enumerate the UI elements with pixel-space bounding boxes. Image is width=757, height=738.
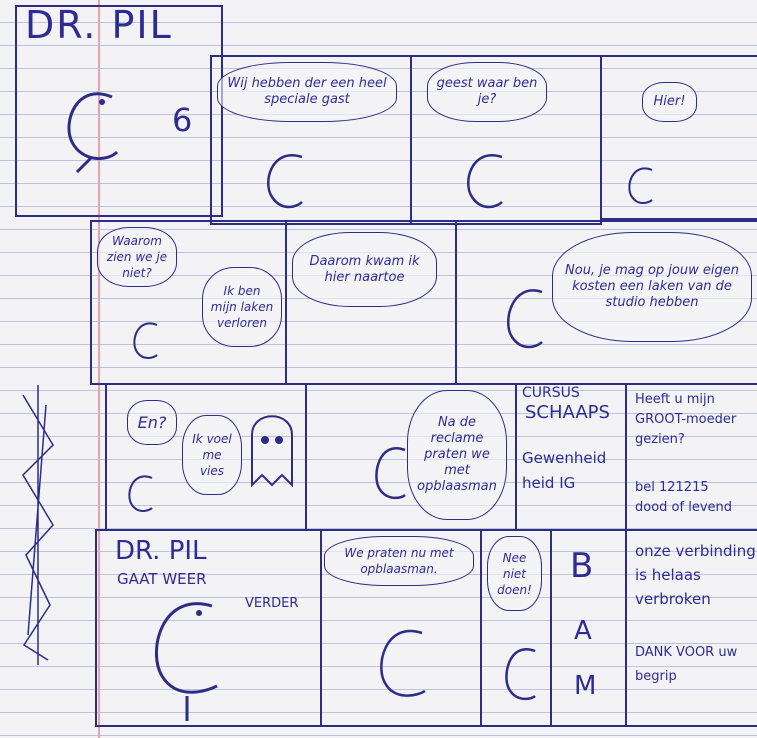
ad-line: dood of levend <box>635 500 732 515</box>
speech-bubble: Daarom kwam ik hier naartoe <box>292 232 437 307</box>
ending-message: onze verbinding is helaas verbroken <box>635 542 756 608</box>
speech-bubble: Ik ben mijn laken verloren <box>202 267 282 347</box>
panel-10: We praten nu met opblaasman. <box>320 529 482 727</box>
bam-letter: B <box>570 546 594 586</box>
panel-subheading: VERDER <box>245 596 299 611</box>
ad-title: CURSUS <box>522 385 580 401</box>
panel-bam: B A M <box>550 529 627 727</box>
dr-pil-character-icon <box>467 154 503 209</box>
panel-11: Nee niet doen! <box>480 529 552 727</box>
speech-bubble: Ik voel me vies <box>182 415 242 495</box>
dr-pil-character-icon <box>267 154 303 209</box>
panel-9: DR. PIL GAAT WEER VERDER <box>95 529 322 727</box>
ad-line: Gewenheid <box>522 449 607 467</box>
ad-grandmother: Heeft u mijn GROOT-moeder gezien? bel 12… <box>625 383 757 531</box>
dr-pil-character-icon <box>154 602 218 721</box>
bam-letter: A <box>574 616 592 646</box>
speech-bubble: Nou, je mag op jouw eigen kosten een lak… <box>552 232 752 342</box>
ad-line: Heeft u mijn GROOT-moeder gezien? <box>635 392 737 447</box>
speech-bubble: En? <box>127 400 177 445</box>
dr-pil-character-icon <box>133 322 158 359</box>
panel-3: Hier! <box>600 55 757 220</box>
panel-7: En? Ik voel me vies <box>105 383 307 531</box>
speech-bubble: Nee niet doen! <box>487 536 542 611</box>
panel-8: Na de reclame praten we met opblaasman <box>305 383 517 531</box>
ad-line: heid IG <box>522 474 576 492</box>
dr-pil-character-icon <box>375 447 406 500</box>
speech-bubble: We praten nu met opblaasman. <box>324 536 474 586</box>
dr-pil-character-icon <box>128 475 153 512</box>
dr-pil-character-icon <box>380 629 426 697</box>
panel-ending: onze verbinding is helaas verbroken DANK… <box>625 529 757 727</box>
speech-bubble: Na de reclame praten we met opblaasman <box>407 390 507 520</box>
ghost-icon <box>251 415 293 488</box>
panel-subheading: GAAT WEER <box>117 570 207 588</box>
dr-pil-character-icon <box>505 648 536 701</box>
scribble-drawing <box>22 385 54 665</box>
panel-heading: DR. PIL <box>115 536 207 566</box>
panel-5: Daarom kwam ik hier naartoe <box>285 220 457 385</box>
episode-number: 6 <box>172 101 195 139</box>
comic-title: DR. PIL <box>25 3 173 47</box>
speech-bubble: geest waar ben je? <box>427 62 547 122</box>
dr-pil-character-icon <box>628 167 653 204</box>
panel-title: DR. PIL 6 <box>15 5 223 217</box>
paper-margin-line <box>98 0 100 738</box>
dr-pil-character-icon <box>67 92 119 174</box>
speech-bubble: Wij hebben der een heel speciale gast <box>217 62 397 122</box>
panel-1: Wij hebben der een heel speciale gast <box>210 55 412 225</box>
ad-phone: bel 121215 <box>635 480 709 495</box>
bam-letter: M <box>574 671 597 701</box>
ad-cursus: CURSUS SCHAAPS Gewenheid heid IG <box>515 383 627 531</box>
speech-bubble: Hier! <box>642 82 697 122</box>
ending-thanks: DANK VOOR uw begrip <box>635 645 738 684</box>
panel-4: Waarom zien we je niet? Ik ben mijn lake… <box>90 220 287 385</box>
ad-line: SCHAAPS <box>525 402 610 423</box>
panel-6: Nou, je mag op jouw eigen kosten een lak… <box>455 220 757 385</box>
speech-bubble: Waarom zien we je niet? <box>97 227 177 287</box>
dr-pil-character-icon <box>507 289 543 349</box>
panel-2: geest waar ben je? <box>410 55 602 225</box>
